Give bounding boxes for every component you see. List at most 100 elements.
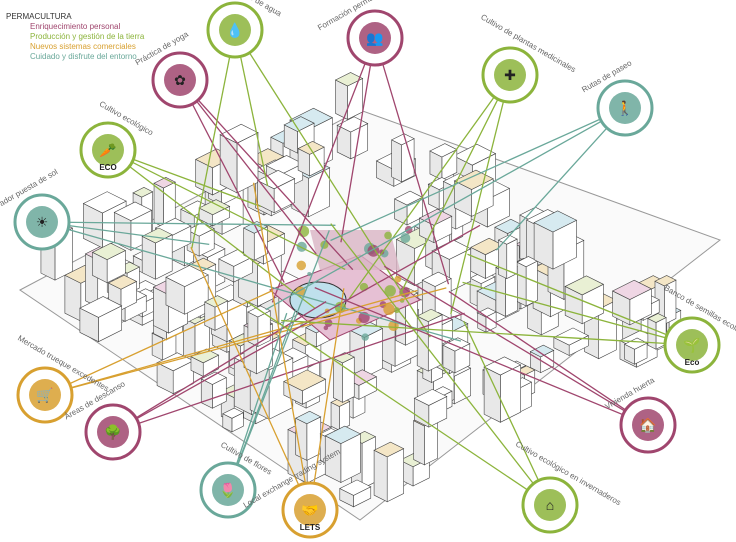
connection-line — [448, 290, 649, 426]
building-roof — [421, 271, 452, 287]
vegetables-icon-glyph: 🥕 — [99, 142, 116, 158]
building-roof — [483, 356, 522, 376]
connection-line — [348, 74, 511, 299]
walking-dog-icon — [609, 92, 641, 124]
building-roof — [477, 307, 497, 318]
connection-line — [330, 223, 551, 506]
node-2[interactable]: 💧Reciclaje de agua — [206, 0, 284, 59]
handshake-icon — [294, 494, 326, 526]
building — [611, 279, 653, 326]
connection-line — [309, 288, 345, 511]
building-roof — [623, 337, 648, 350]
node-badge: ECO — [99, 163, 116, 172]
building-side — [391, 139, 402, 183]
building-side — [342, 356, 355, 403]
vegetables-icon — [92, 134, 124, 166]
building-roof — [107, 274, 138, 290]
sunset-icon — [26, 206, 58, 238]
greenhouse-icon — [534, 489, 566, 521]
water-drop-icon — [219, 14, 251, 46]
building-roof — [494, 218, 525, 234]
connection-line — [252, 182, 311, 511]
building — [91, 242, 127, 284]
building-roof — [453, 143, 497, 166]
building-roof — [429, 143, 458, 158]
lotus-icon-glyph: ✿ — [174, 72, 186, 88]
node-3[interactable]: 👥Formación permacultural — [316, 0, 404, 67]
market-icon — [29, 379, 61, 411]
seed-bank-icon-glyph: 🌱 — [683, 337, 700, 354]
building — [623, 337, 648, 365]
building — [477, 307, 497, 333]
resting-tree-icon-glyph: 🌳 — [104, 423, 121, 441]
tree-house-icon — [632, 409, 664, 441]
building-roof — [647, 313, 667, 323]
plaza-tree — [323, 325, 329, 331]
building-side — [386, 448, 404, 503]
building — [442, 337, 471, 374]
connection-line — [340, 37, 376, 243]
building — [153, 177, 176, 228]
plaza-tree — [307, 271, 312, 277]
building-side — [153, 182, 164, 228]
greenhouse-icon-glyph: ⌂ — [546, 497, 554, 513]
building — [324, 425, 362, 483]
medicinal-plant-icon-glyph: ✚ — [504, 67, 516, 83]
resting-tree-icon — [97, 416, 129, 448]
building — [413, 388, 448, 428]
building-roof — [297, 140, 325, 155]
building-roof — [654, 275, 677, 287]
plaza-tree — [361, 333, 369, 341]
building-roof — [529, 344, 555, 358]
connection-line — [227, 312, 288, 491]
building — [393, 190, 424, 226]
building-side — [373, 449, 388, 503]
plaza-tree — [394, 275, 402, 283]
node-1[interactable]: ✿Práctica de yoga — [134, 29, 209, 109]
building — [418, 208, 453, 244]
building — [295, 410, 322, 461]
building — [429, 143, 458, 181]
node-badge: LETS — [300, 523, 321, 532]
building-side — [525, 260, 538, 307]
watering-flowers-icon — [212, 474, 244, 506]
building-roof — [416, 308, 443, 322]
node-9[interactable]: 🌳Áreas de descanso — [63, 379, 142, 461]
node-12[interactable]: ⌂Cultivo ecológico en invernaderos — [514, 439, 622, 534]
building-roof — [265, 155, 304, 175]
classroom-icon-glyph: 👥 — [366, 30, 383, 47]
building-roof — [442, 337, 471, 352]
tree-house-icon-glyph: 🏠 — [639, 417, 656, 434]
node-13[interactable]: 🏠Vivienda huerta — [603, 375, 677, 454]
connection-line — [281, 319, 693, 346]
building-roof — [91, 242, 127, 260]
connection-line — [245, 300, 551, 506]
node-8[interactable]: 🛒Mercado trueque excedentes — [16, 334, 110, 424]
building-roof — [247, 305, 271, 318]
classroom-icon — [359, 22, 391, 54]
building — [533, 210, 578, 270]
connection-line — [112, 312, 465, 433]
plaza-tree — [384, 231, 392, 240]
connection-line — [191, 29, 236, 249]
connection-line — [179, 79, 354, 271]
connection-line — [44, 290, 273, 396]
legend-item: Enriquecimiento personal — [30, 22, 121, 31]
connection-line — [179, 79, 285, 283]
connection-line — [227, 230, 330, 491]
plaza-tree — [383, 303, 395, 316]
node-10[interactable]: 🌷Cultivo de flores — [199, 440, 273, 519]
building — [200, 371, 227, 409]
connection-line — [265, 107, 626, 311]
node-7[interactable]: ☀Mirador puesta de sol — [0, 167, 71, 251]
building-side — [247, 311, 259, 348]
market-icon-glyph: 🛒 — [36, 387, 53, 404]
building-roof — [332, 352, 355, 364]
building-roof — [336, 116, 369, 133]
building — [483, 356, 522, 423]
handshake-icon-glyph: 🤝 — [301, 502, 318, 518]
node-4[interactable]: ✚Cultivo de plantas medicinales — [479, 12, 577, 104]
